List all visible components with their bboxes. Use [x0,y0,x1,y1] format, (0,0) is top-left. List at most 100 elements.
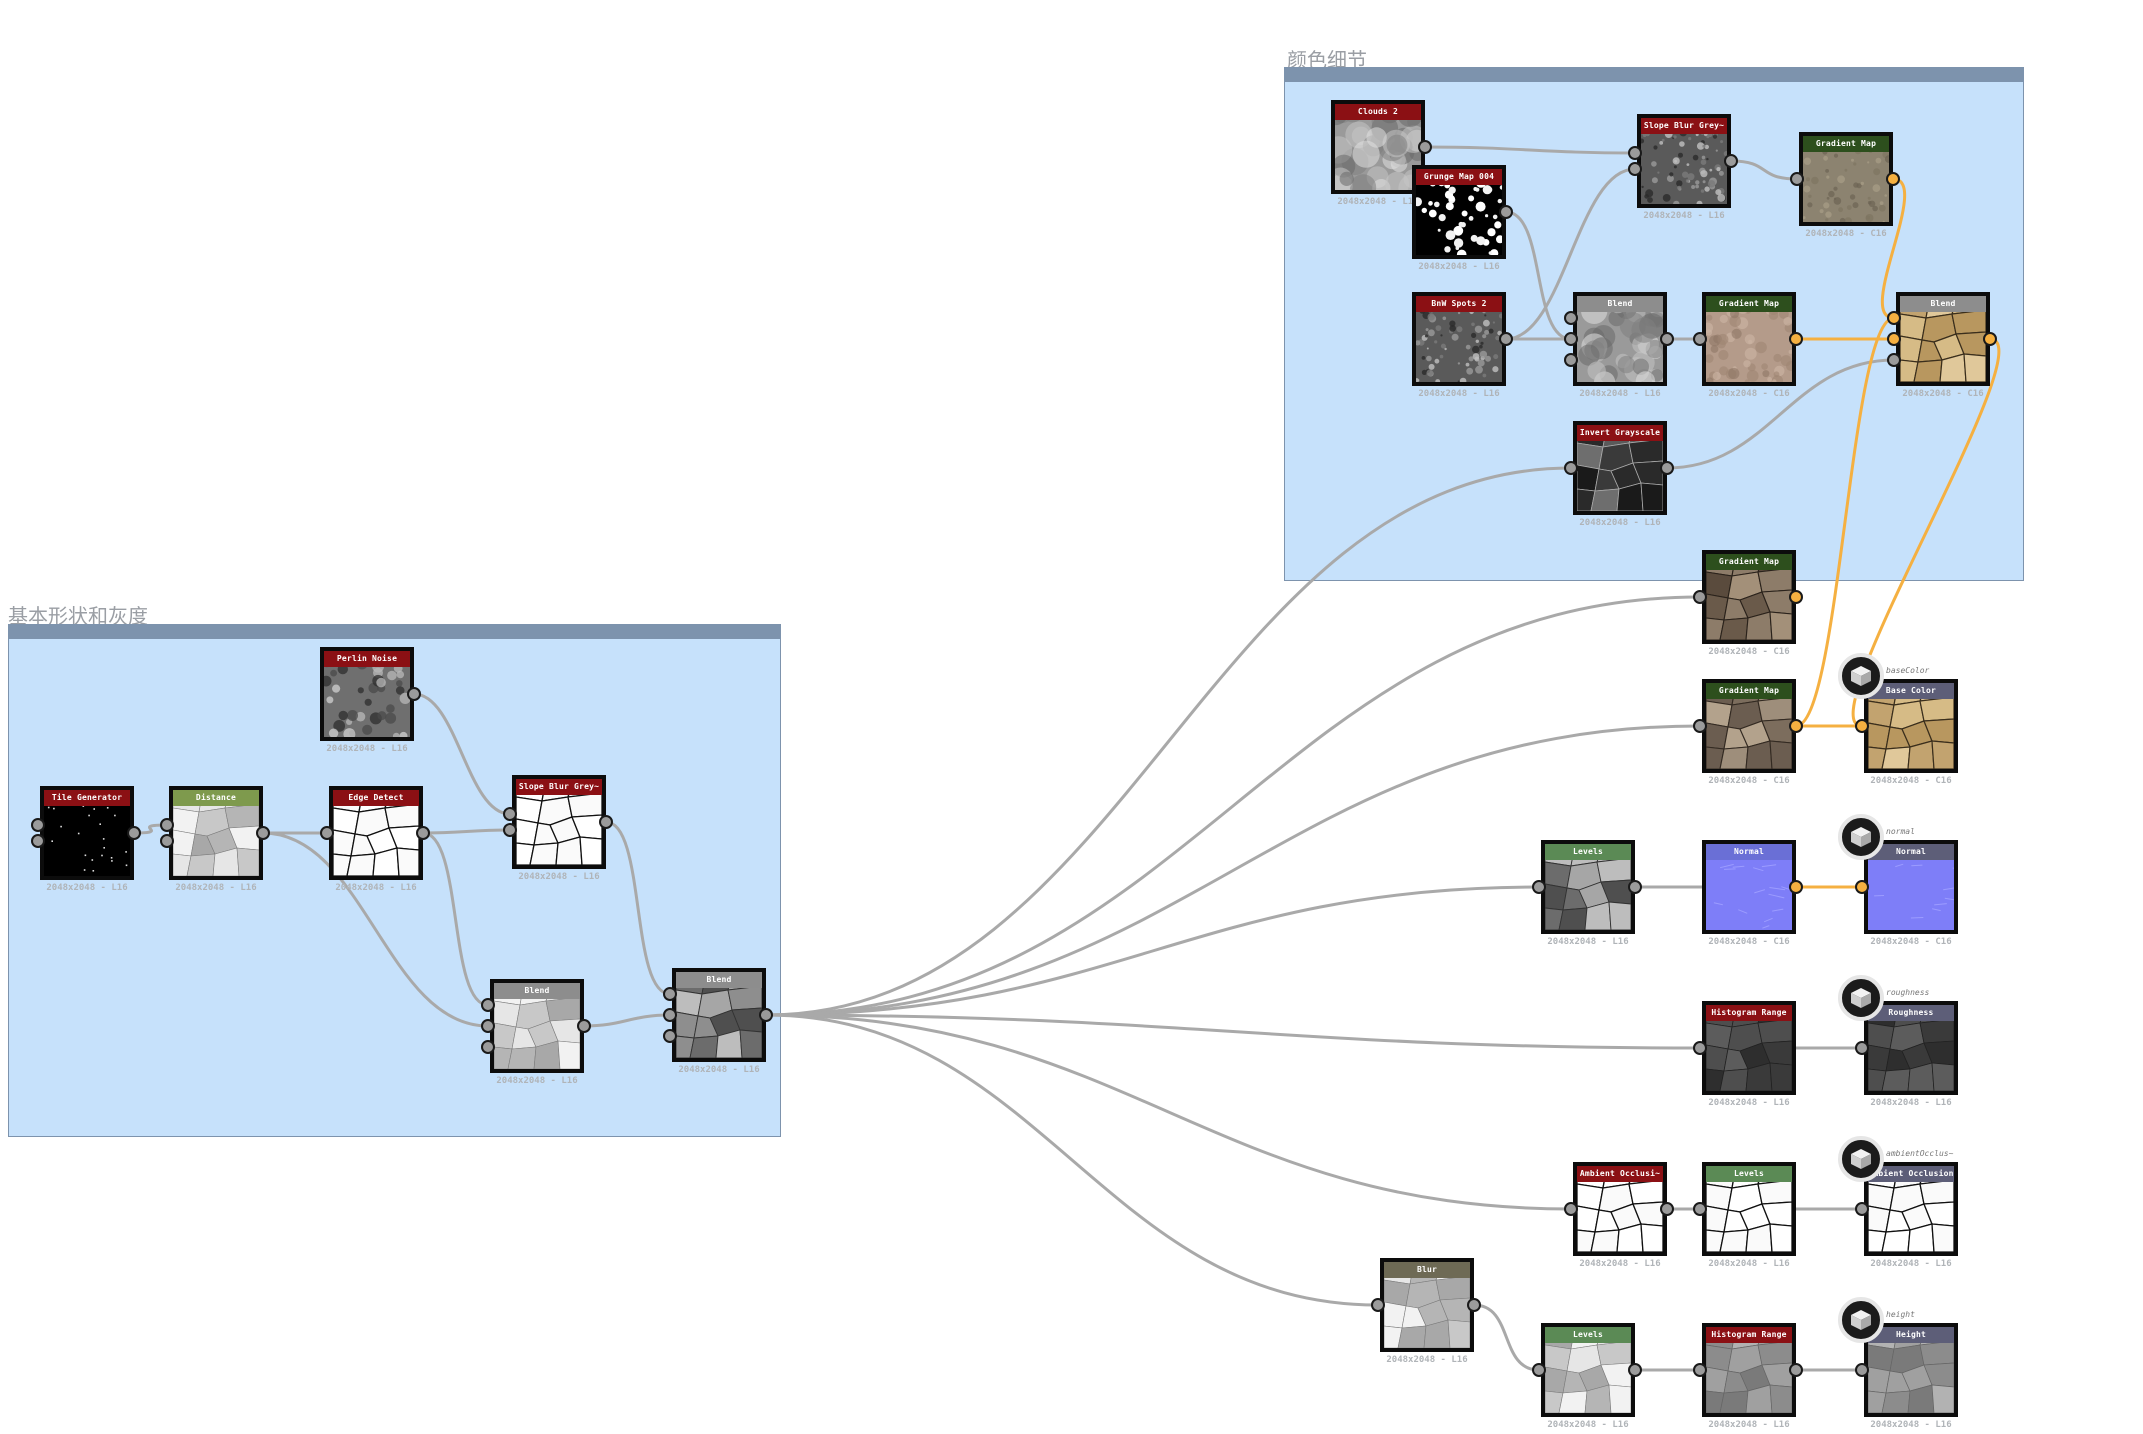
output-port[interactable] [416,826,430,840]
input-port[interactable] [503,823,517,837]
node-slope-blur-1[interactable]: Slope Blur Grey~2048x2048 - L16 [503,775,613,882]
output-port[interactable] [1660,1202,1674,1216]
input-port[interactable] [1887,332,1901,346]
output-port[interactable] [127,826,141,840]
output-cube-icon[interactable] [1838,814,1884,860]
output-port[interactable] [1660,332,1674,346]
input-port[interactable] [663,987,677,1001]
input-port[interactable] [1564,461,1578,475]
input-port[interactable] [1887,353,1901,367]
input-port[interactable] [31,818,45,832]
input-port[interactable] [1855,719,1869,733]
frame-bar[interactable] [1285,68,2023,82]
input-port[interactable] [1693,1363,1707,1377]
input-port[interactable] [1564,1202,1578,1216]
input-port[interactable] [663,1029,677,1043]
output-port[interactable] [1724,154,1738,168]
input-port[interactable] [320,826,334,840]
frame-bar[interactable] [9,625,780,639]
output-port[interactable] [1499,205,1513,219]
output-port[interactable] [577,1019,591,1033]
node-slope-blur-2[interactable]: Slope Blur Grey~2048x2048 - L16 [1628,114,1738,221]
output-cube-icon[interactable] [1838,975,1884,1021]
input-port[interactable] [1855,880,1869,894]
input-port[interactable] [1887,311,1901,325]
output-port[interactable] [1628,1363,1642,1377]
input-port[interactable] [1693,719,1707,733]
output-port[interactable] [1499,332,1513,346]
output-port[interactable] [1467,1298,1481,1312]
output-port[interactable] [1789,1363,1803,1377]
input-port[interactable] [1693,1202,1707,1216]
output-port[interactable] [407,687,421,701]
input-port[interactable] [1855,1202,1869,1216]
input-port[interactable] [1855,1041,1869,1055]
output-port[interactable] [1886,172,1900,186]
output-port[interactable] [1789,590,1803,604]
output-port[interactable] [1983,332,1997,346]
input-port[interactable] [1790,172,1804,186]
input-port[interactable] [1693,332,1707,346]
input-port[interactable] [1693,1041,1707,1055]
input-port[interactable] [481,1019,495,1033]
input-port[interactable] [1693,590,1707,604]
input-port[interactable] [663,1008,677,1022]
input-port[interactable] [1628,162,1642,176]
output-port[interactable] [1789,719,1803,733]
input-port[interactable] [503,807,517,821]
input-port[interactable] [481,1040,495,1054]
output-port[interactable] [1660,461,1674,475]
output-port[interactable] [1628,880,1642,894]
input-port[interactable] [160,834,174,848]
output-port[interactable] [1789,332,1803,346]
input-port[interactable] [1855,1363,1869,1377]
output-cube-icon[interactable] [1838,1136,1884,1182]
input-port[interactable] [1564,353,1578,367]
output-cube-icon[interactable] [1838,653,1884,699]
output-port[interactable] [599,815,613,829]
input-port[interactable] [481,998,495,1012]
input-port[interactable] [31,834,45,848]
input-port[interactable] [1371,1298,1385,1312]
output-cube-icon[interactable] [1838,1297,1884,1343]
input-port[interactable] [1564,311,1578,325]
input-port[interactable] [1628,146,1642,160]
input-port[interactable] [1532,1363,1546,1377]
output-port[interactable] [1789,880,1803,894]
input-port[interactable] [1532,880,1546,894]
input-port[interactable] [1564,332,1578,346]
output-port[interactable] [256,826,270,840]
output-port[interactable] [759,1008,773,1022]
node-ao[interactable]: Ambient Occlusi~2048x2048 - L16 [1564,1162,1674,1269]
output-port[interactable] [1418,140,1432,154]
input-port[interactable] [160,818,174,832]
